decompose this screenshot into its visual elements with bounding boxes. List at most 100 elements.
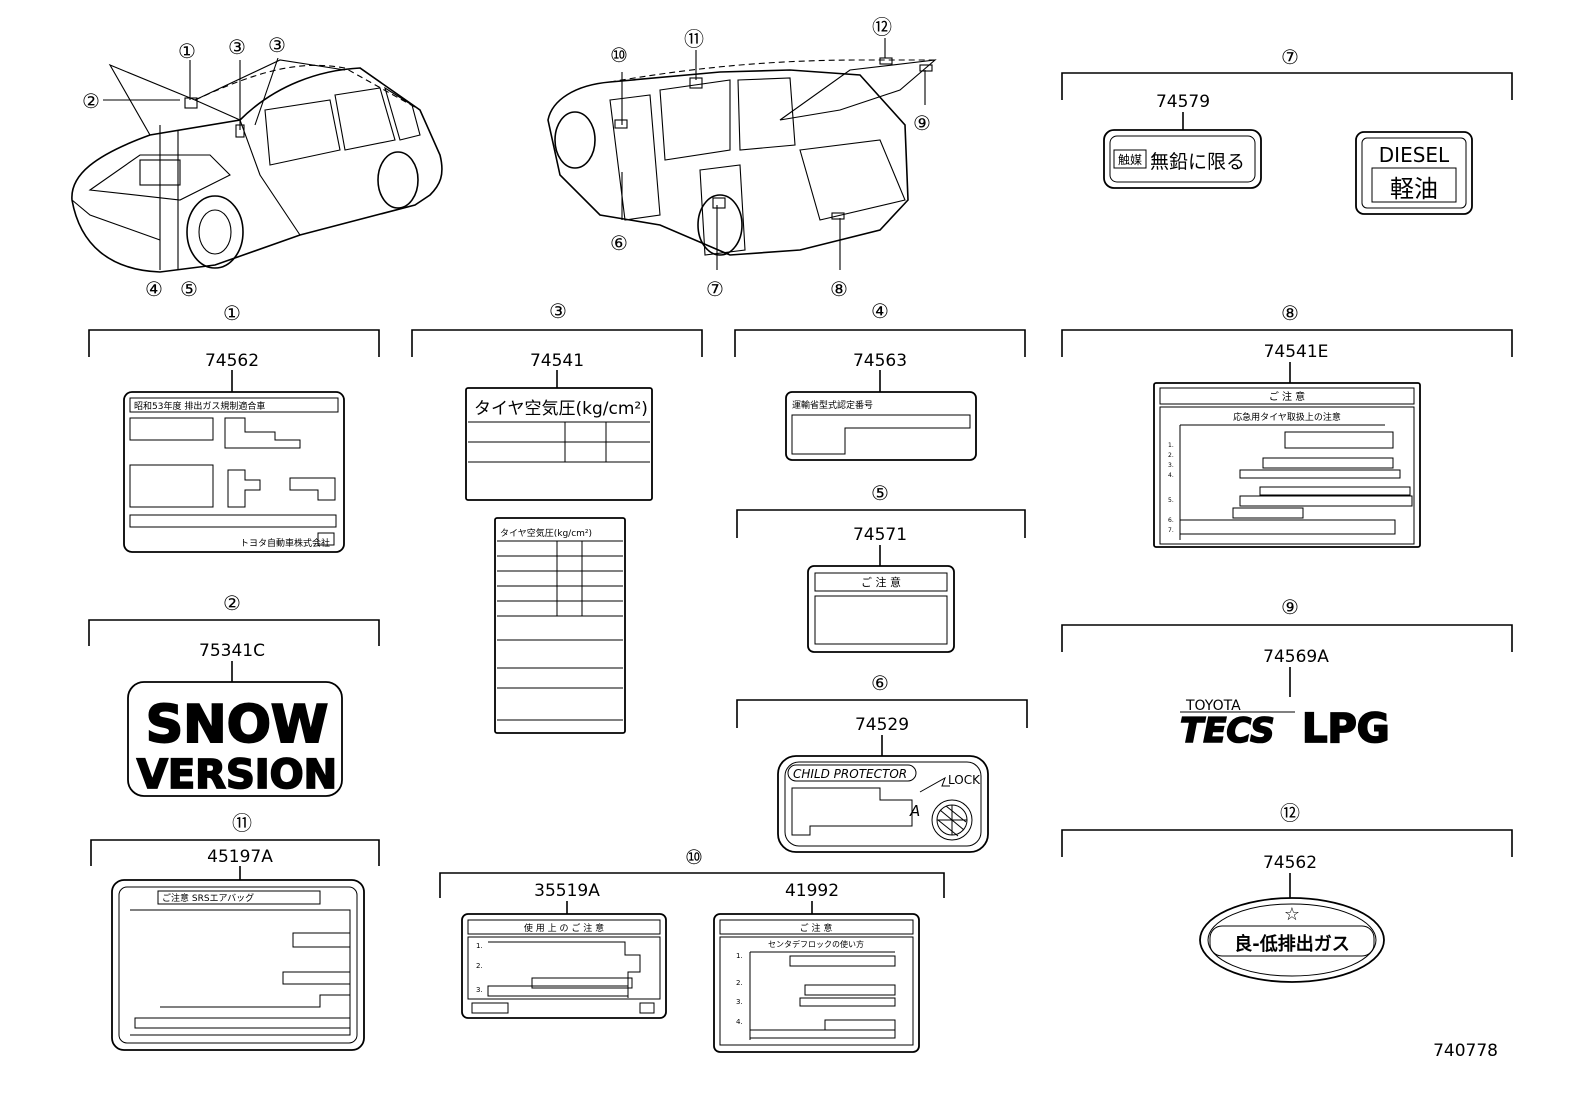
svg-text:良-低排出ガス: 良-低排出ガス [1234, 933, 1349, 955]
part-number-41992: 41992 [785, 881, 839, 901]
group-circle: ① [223, 301, 241, 325]
part-number-74541: 74541 [530, 351, 584, 371]
group-circle: ⑫ [1280, 801, 1300, 825]
group-7: ⑦ 74579 触媒 無鉛に限る DIESEL 軽油 [1061, 45, 1513, 215]
callout-rear-8: ⑧ [830, 277, 848, 301]
low-emission-label [1199, 897, 1385, 983]
callout-front-2: ② [82, 89, 100, 113]
group-8: ⑧ 74541E ご 注 意 応急用タイヤ取扱上の注意 1. 2. 3. 4. … [1061, 301, 1513, 548]
svg-text:2.: 2. [736, 979, 743, 987]
svg-text:センタデフロックの使い方: センタデフロックの使い方 [768, 939, 864, 949]
svg-text:タイヤ空気圧(kg/cm²): タイヤ空気圧(kg/cm²) [474, 399, 648, 419]
riding-caution-label [461, 913, 667, 1019]
svg-text:1.: 1. [736, 952, 743, 960]
unleaded-fuel-label [1103, 129, 1262, 189]
callout-front-5: ⑤ [180, 277, 198, 301]
part-number-74579: 74579 [1156, 92, 1210, 112]
svg-text:CHILD PROTECTOR: CHILD PROTECTOR [793, 767, 907, 781]
svg-text:VERSION: VERSION [137, 752, 337, 798]
group-10: ⑩ 35519A 使 用 上 の ご 注 意 1. 2. 3. 41992 ご … [439, 845, 945, 1053]
svg-text:☆: ☆ [1284, 904, 1300, 925]
svg-text:昭和53年度 排出ガス規制適合車: 昭和53年度 排出ガス規制適合車 [134, 400, 265, 412]
part-number-35519a: 35519A [534, 881, 600, 901]
svg-text:運輸省型式認定番号: 運輸省型式認定番号 [792, 399, 873, 411]
group-1: ① 74562 昭和53年度 排出ガス規制適合車 トヨタ自動車株式会社 [88, 301, 380, 553]
part-number-74562-b: 74562 [1263, 853, 1317, 873]
group-2: ② 75341C SNOW VERSION [88, 591, 380, 799]
callout-front-3a: ③ [228, 35, 246, 59]
part-number-74569a: 74569A [1263, 647, 1329, 667]
callout-front-3b: ③ [268, 33, 286, 57]
svg-text:1.: 1. [1168, 442, 1174, 449]
group-circle: ⑪ [232, 811, 252, 835]
snow-version-emblem [127, 681, 343, 797]
child-protector-label [777, 755, 989, 853]
svg-text:ご 注 意: ご 注 意 [861, 575, 901, 589]
svg-text:応急用タイヤ取扱上の注意: 応急用タイヤ取扱上の注意 [1233, 411, 1341, 423]
svg-text:トヨタ自動車株式会社: トヨタ自動車株式会社 [240, 537, 330, 549]
type-designation-label [785, 391, 977, 461]
drawing-number: 740778 [1433, 1041, 1498, 1061]
spare-tire-caution-label [1153, 382, 1421, 548]
group-6: ⑥ 74529 CHILD PROTECTOR LOCK A [736, 671, 1028, 853]
svg-text:LOCK: LOCK [948, 773, 981, 787]
group-4: ④ 74563 運輸省型式認定番号 [734, 299, 1026, 461]
svg-text:3.: 3. [476, 986, 483, 994]
group-circle: ③ [549, 299, 567, 323]
part-number-45197a: 45197A [207, 847, 273, 867]
svg-text:A: A [909, 802, 920, 820]
svg-text:ご 注 意: ご 注 意 [1269, 390, 1305, 403]
svg-text:DIESEL: DIESEL [1379, 143, 1450, 167]
group-5: ⑤ 74571 ご 注 意 [736, 481, 1026, 653]
car-callouts: ① ② ③ ③ ④ ⑤ ⑥ ⑦ ⑧ ⑨ ⑩ ⑪ ⑫ [82, 15, 931, 301]
srs-airbag-caution-label [111, 879, 365, 1051]
svg-text:3.: 3. [736, 998, 743, 1006]
rear-car-illustration [547, 38, 937, 270]
group-3: ③ 74541 タイヤ空気圧(kg/cm²) タイヤ空気圧(kg/cm²) [411, 299, 703, 734]
caution-label-74571 [807, 565, 955, 653]
svg-text:軽油: 軽油 [1390, 175, 1438, 203]
svg-text:4.: 4. [1168, 472, 1174, 479]
svg-text:無鉛に限る: 無鉛に限る [1150, 151, 1245, 173]
diff-lock-caution-label [713, 913, 920, 1053]
group-circle: ⑩ [685, 845, 703, 869]
group-9: ⑨ 74569A TOYOTA TECS LPG [1061, 595, 1513, 753]
callout-rear-9: ⑨ [913, 111, 931, 135]
group-circle: ⑦ [1281, 45, 1299, 69]
svg-text:6.: 6. [1168, 517, 1174, 524]
tire-pressure-label [465, 387, 653, 501]
callout-front-1: ① [178, 39, 196, 63]
svg-text:ご 注 意: ご 注 意 [800, 922, 833, 934]
group-circle: ④ [871, 299, 889, 323]
front-car-illustration [71, 57, 443, 273]
callout-rear-6: ⑥ [610, 231, 628, 255]
svg-text:使 用 上 の ご 注 意: 使 用 上 の ご 注 意 [524, 922, 604, 934]
tecs-lpg-emblem: TOYOTA TECS LPG [1179, 698, 1390, 753]
group-circle: ⑥ [871, 671, 889, 695]
group-circle: ⑧ [1281, 301, 1299, 325]
svg-text:ご注意 SRSエアバッグ: ご注意 SRSエアバッグ [162, 892, 254, 904]
callout-rear-10: ⑩ [610, 43, 628, 67]
svg-text:TOYOTA: TOYOTA [1185, 698, 1241, 714]
svg-text:3.: 3. [1168, 462, 1174, 469]
part-number-74571: 74571 [853, 525, 907, 545]
svg-text:SNOW: SNOW [146, 695, 329, 755]
callout-rear-12: ⑫ [872, 15, 892, 39]
group-12: ⑫ 74562 ☆ 良-低排出ガス [1061, 801, 1513, 983]
svg-text:5.: 5. [1168, 497, 1174, 504]
svg-text:1.: 1. [476, 942, 483, 950]
part-number-75341c: 75341C [199, 641, 265, 661]
svg-text:触媒: 触媒 [1118, 153, 1142, 167]
group-circle: ② [223, 591, 241, 615]
callout-rear-7: ⑦ [706, 277, 724, 301]
svg-text:タイヤ空気圧(kg/cm²): タイヤ空気圧(kg/cm²) [500, 527, 592, 539]
emission-compliance-label [123, 391, 345, 553]
part-number-74563: 74563 [853, 351, 907, 371]
part-number-74562: 74562 [205, 351, 259, 371]
group-circle: ⑤ [871, 481, 889, 505]
svg-text:7.: 7. [1168, 527, 1174, 534]
callout-front-4: ④ [145, 277, 163, 301]
svg-text:TECS: TECS [1180, 711, 1275, 751]
callout-rear-11: ⑪ [684, 27, 704, 51]
svg-text:4.: 4. [736, 1018, 743, 1026]
